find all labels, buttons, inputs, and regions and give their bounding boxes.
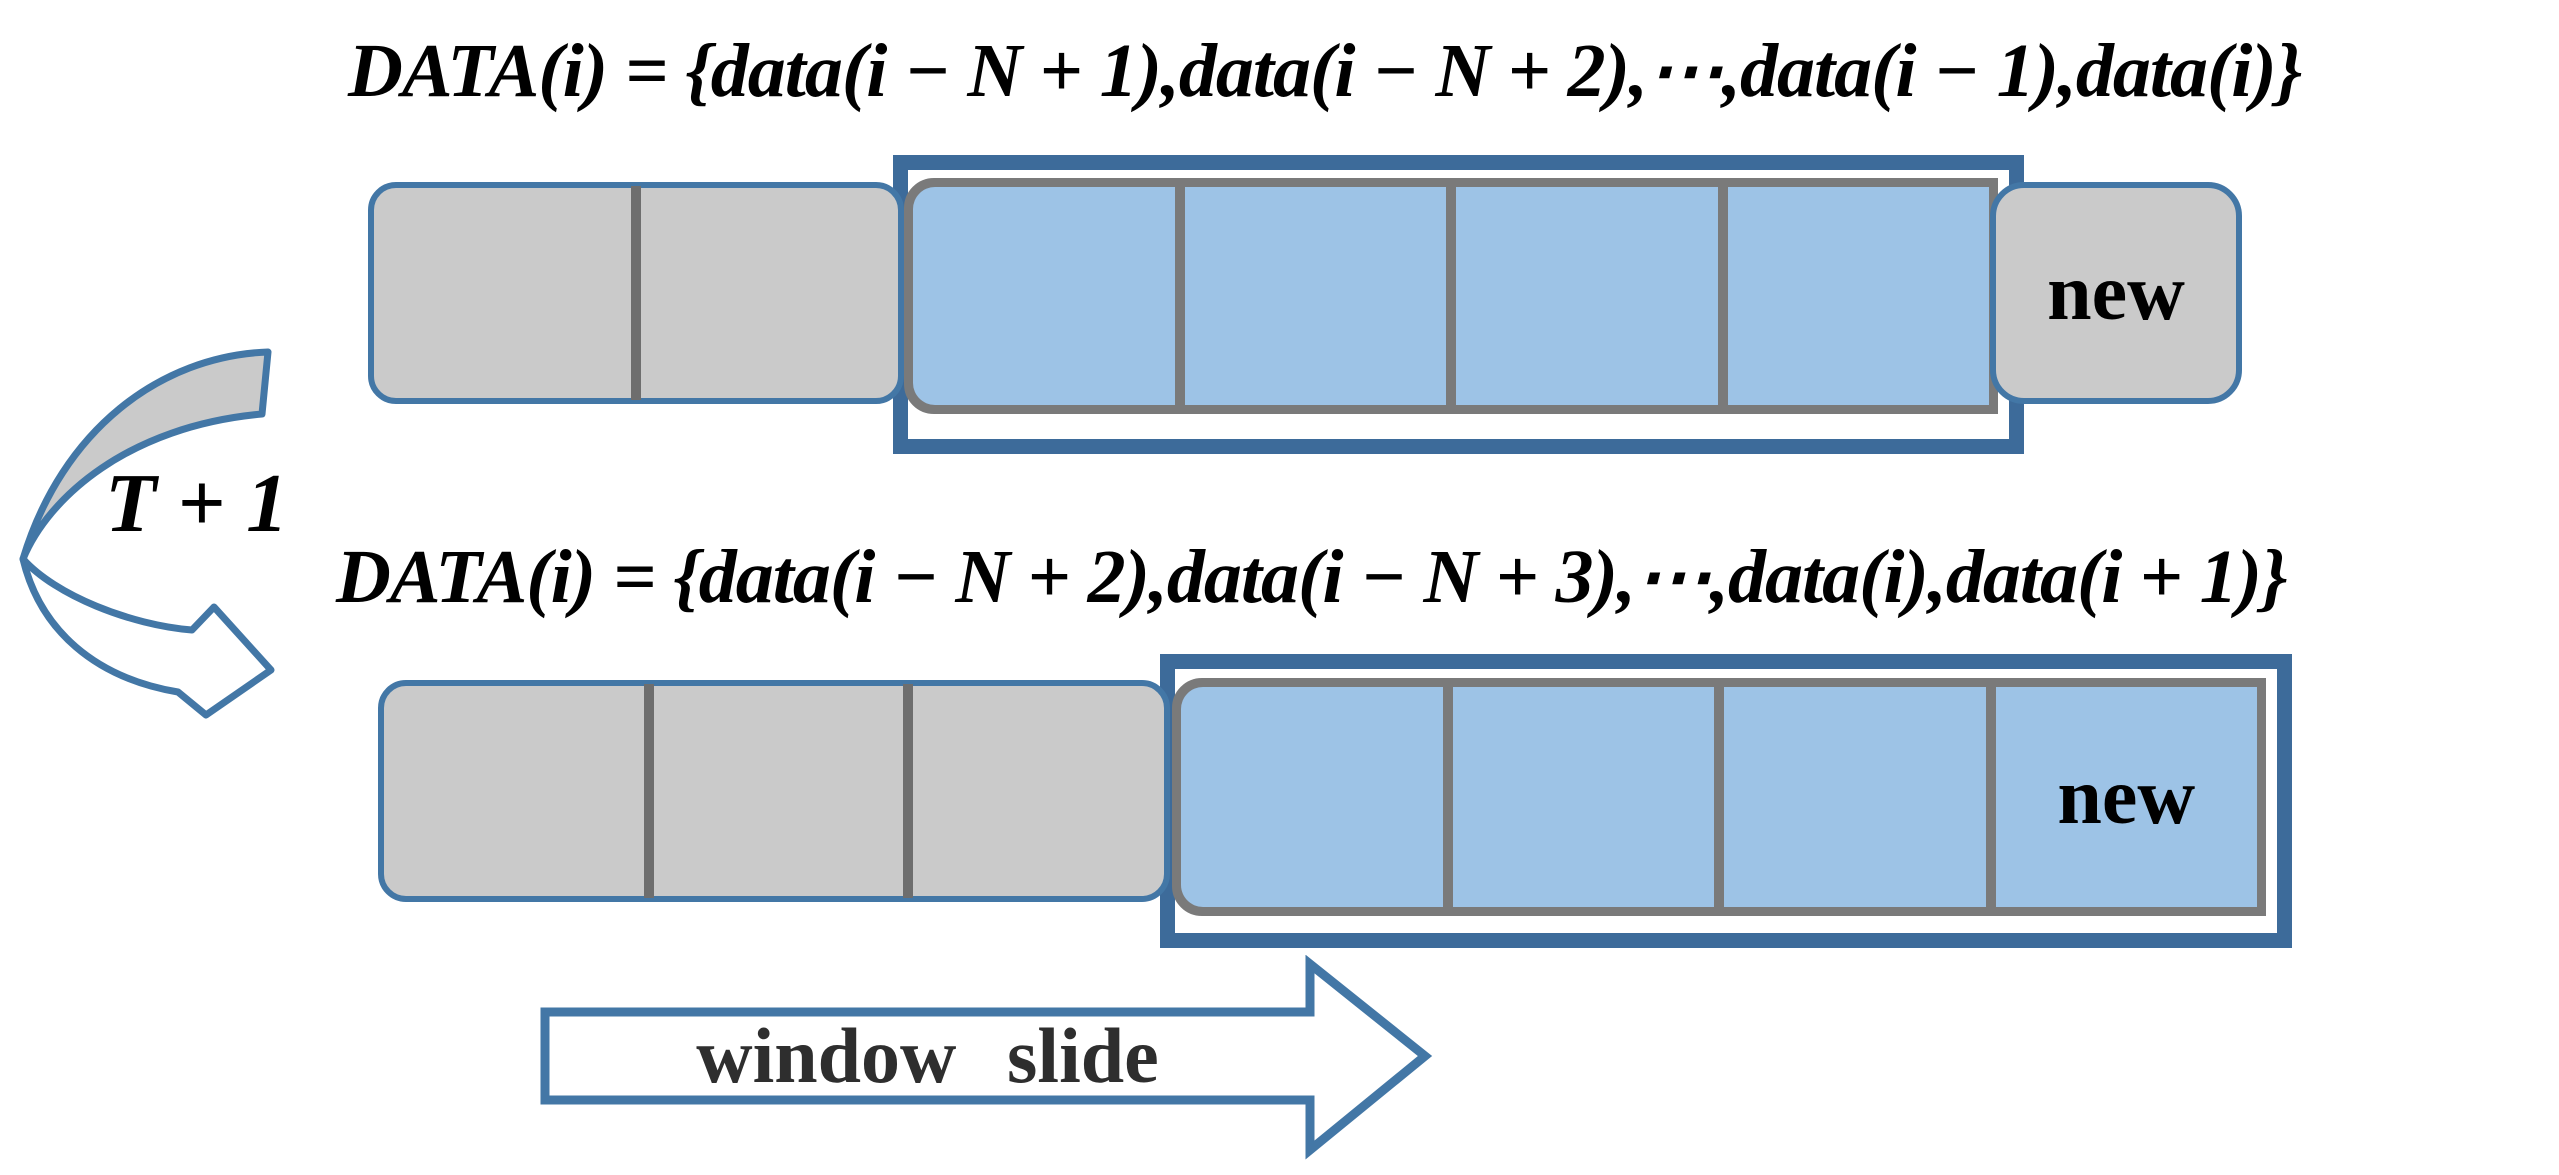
data-cell [1456,187,1718,405]
new-label: new [2047,249,2185,337]
formula-window-after: DATA(i) = {data(i − N + 2),data(i − N + … [336,535,2287,619]
data-cell [913,187,1175,405]
cycle-arrow-icon [19,348,275,719]
window-slide-label: window slide [696,1012,1159,1099]
new-data-cell: new [1995,687,2257,907]
data-cell [1184,187,1446,405]
new-sample-box: new [1990,182,2242,404]
window-cells-after: new [1172,678,2266,916]
window-cells-before [904,178,1998,414]
cell-divider [631,186,641,400]
data-cell [1181,687,1443,907]
history-box-before [368,182,904,404]
data-cell [1452,687,1714,907]
cell-divider [643,684,654,898]
new-label: new [2057,753,2196,841]
iteration-label: T + 1 [105,457,289,550]
slide-arrow-icon [540,955,1433,1160]
data-cell [1727,187,1989,405]
formula-window-before: DATA(i) = {data(i − N + 1),data(i − N + … [348,29,2302,113]
history-box-after [378,680,1170,902]
cell-divider [903,684,914,898]
data-cell [1724,687,1986,907]
